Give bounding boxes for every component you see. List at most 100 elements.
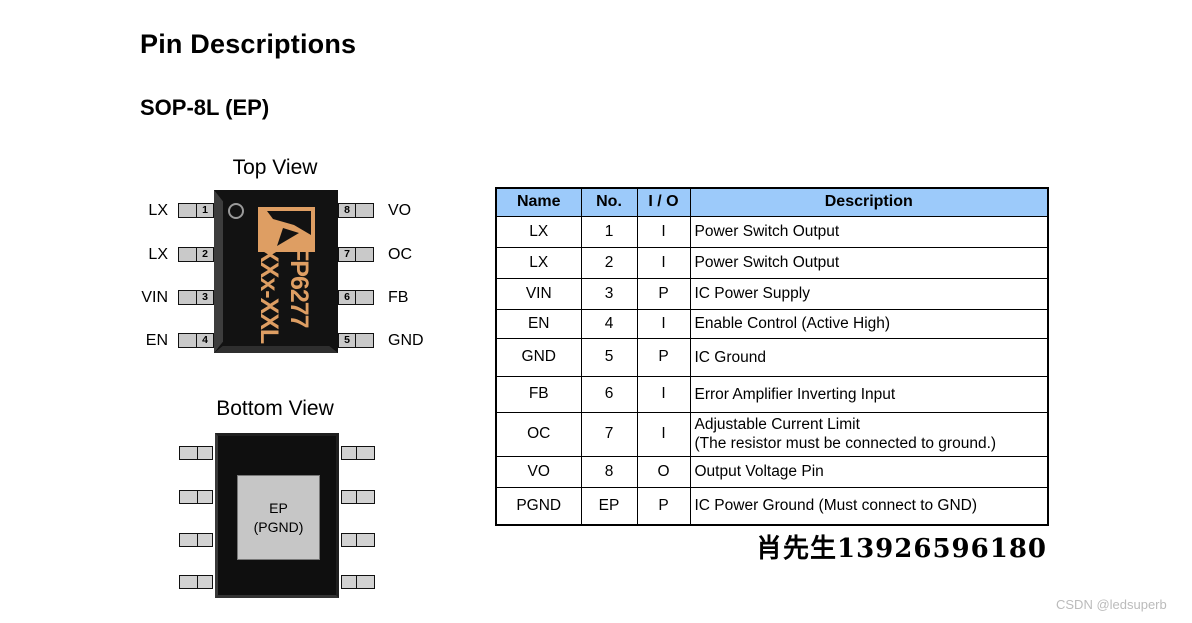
cell-desc: Error Amplifier Inverting Input (689, 375, 1049, 413)
bottom-pin-segment (357, 576, 374, 588)
pin-8-number: 8 (339, 204, 356, 217)
cell-desc: Power Switch Output (689, 215, 1049, 248)
cell-name: GND (495, 337, 582, 377)
chip-bottom-view: EP (PGND) (215, 433, 339, 598)
cell-name: FB (495, 375, 582, 413)
cell-desc: IC Ground (689, 337, 1049, 377)
pin-7-lead (356, 248, 373, 261)
table-row: LX 1 I Power Switch Output (495, 215, 1049, 248)
pin-8: 8 (338, 203, 374, 218)
pin-3-lead (179, 291, 196, 304)
table-row: VO 8 O Output Voltage Pin (495, 455, 1049, 488)
bottom-pin (341, 446, 375, 460)
table-row: EN 4 I Enable Control (Active High) (495, 308, 1049, 339)
bottom-pin (341, 533, 375, 547)
chip-marking-line2: XXx-XXL (255, 246, 283, 344)
bottom-pin (179, 446, 213, 460)
pin-6: 6 (338, 290, 374, 305)
chip-bevel-left (214, 190, 223, 353)
pin-4-lead (179, 334, 196, 347)
cell-io: P (636, 337, 691, 377)
table-row: GND 5 P IC Ground (495, 337, 1049, 377)
cell-no: 1 (580, 215, 638, 248)
cell-io: P (636, 486, 691, 526)
column-header-io: I / O (636, 187, 691, 217)
cell-desc: IC Power Ground (Must connect to GND) (689, 486, 1049, 526)
pin-label-fb: FB (388, 289, 409, 306)
cell-name: LX (495, 246, 582, 279)
chip-marking-text: FP6277 XXx-XXL (254, 246, 314, 344)
page-title: Pin Descriptions (140, 29, 357, 59)
table-row: VIN 3 P IC Power Supply (495, 277, 1049, 310)
pin-3: 3 (178, 290, 214, 305)
table-row: OC 7 I Adjustable Current Limit (The res… (495, 411, 1049, 457)
pin-label-vo: VO (388, 202, 412, 219)
top-view-title: Top View (232, 156, 318, 179)
column-header-no: No. (580, 187, 638, 217)
table-row: FB 6 I Error Amplifier Inverting Input (495, 375, 1049, 413)
pin-8-lead (356, 204, 373, 217)
cell-io: I (636, 215, 691, 248)
cell-io: I (636, 375, 691, 413)
cell-no: 2 (580, 246, 638, 279)
cell-no: 4 (580, 308, 638, 339)
pin-1-lead (179, 204, 196, 217)
bottom-pin-segment (180, 534, 198, 546)
bottom-pin-segment (342, 447, 357, 459)
cell-desc: Enable Control (Active High) (689, 308, 1049, 339)
pin-5-lead (356, 334, 373, 347)
pin-6-lead (356, 291, 373, 304)
cell-no: 5 (580, 337, 638, 377)
cell-io: I (636, 246, 691, 279)
exposed-pad-label-1: EP (269, 499, 288, 516)
bottom-view-title: Bottom View (216, 397, 334, 420)
cell-no: 8 (580, 455, 638, 488)
bottom-pin-segment (180, 447, 198, 459)
bottom-pin-segment (198, 576, 212, 588)
table-header-row: Name No. I / O Description (495, 187, 1049, 217)
cell-desc: Output Voltage Pin (689, 455, 1049, 488)
cell-no: 3 (580, 277, 638, 310)
cell-name: VO (495, 455, 582, 488)
pin-label-vin: VIN (141, 289, 168, 306)
bottom-pin-segment (342, 534, 357, 546)
pin-6-number: 6 (339, 291, 356, 304)
pin-1: 1 (178, 203, 214, 218)
cell-no: 7 (580, 411, 638, 457)
pin1-indicator-dot (228, 203, 244, 219)
fitipower-logo-glyph (267, 211, 311, 246)
column-header-name: Name (495, 187, 582, 217)
cell-desc: Adjustable Current Limit (The resistor m… (689, 411, 1049, 457)
bottom-pin-segment (342, 576, 357, 588)
bottom-pin-segment (357, 447, 374, 459)
chip-top-view: FP6277 XXx-XXL (214, 190, 338, 353)
pin-5-number: 5 (339, 334, 356, 347)
bottom-pin (341, 490, 375, 504)
cell-io: P (636, 277, 691, 310)
table-row: LX 2 I Power Switch Output (495, 246, 1049, 279)
pin-2: 2 (178, 247, 214, 262)
bottom-pin (179, 533, 213, 547)
cell-no: EP (580, 486, 638, 526)
bottom-pin-segment (180, 576, 198, 588)
chip-bevel-bottom (214, 346, 338, 353)
pin-description-table: Name No. I / O Description LX 1 I Power … (495, 187, 1049, 526)
pin-7: 7 (338, 247, 374, 262)
pin-3-number: 3 (196, 291, 213, 304)
bottom-pin-segment (357, 534, 374, 546)
cell-no: 6 (580, 375, 638, 413)
column-header-desc: Description (689, 187, 1049, 217)
pin-label-oc: OC (388, 246, 412, 263)
pin-2-number: 2 (196, 248, 213, 261)
pin-label-lx-2: LX (148, 246, 168, 263)
cell-name: VIN (495, 277, 582, 310)
cell-name: EN (495, 308, 582, 339)
bottom-pin-segment (198, 491, 212, 503)
pin-4: 4 (178, 333, 214, 348)
bottom-pin-segment (357, 491, 374, 503)
bottom-pin (341, 575, 375, 589)
cell-name: LX (495, 215, 582, 248)
pin-1-number: 1 (196, 204, 213, 217)
fitipower-logo-icon (258, 207, 315, 252)
